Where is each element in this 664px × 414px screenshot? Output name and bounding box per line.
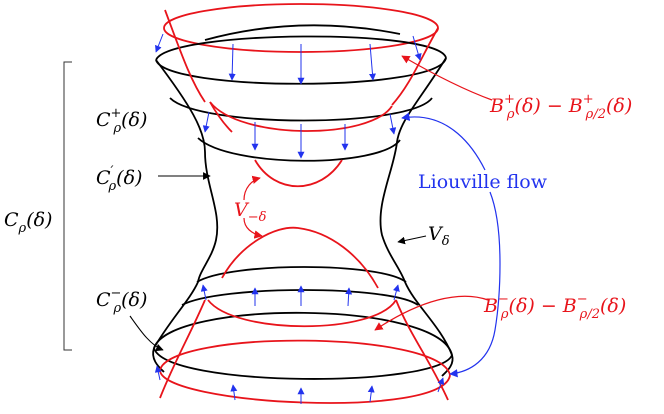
red-inner-curves (159, 9, 451, 404)
liouville-arrows-bottom (154, 284, 445, 404)
label-c-rho-delta: Cρ(δ) (4, 209, 52, 236)
liouville-arrows-top (155, 33, 422, 159)
liouville-callout-curves (401, 112, 501, 378)
label-c-rho-prime: C′ρ(δ) (96, 164, 142, 194)
label-v-delta: Vδ (428, 223, 450, 249)
left-bracket (63, 61, 72, 351)
label-liouville-flow: Liouville flow (418, 171, 548, 193)
label-c-rho-minus: C−ρ(δ) (96, 286, 147, 316)
label-b-plus: B+ρ(δ) − B+ρ/2(δ) (489, 92, 632, 122)
label-v-minus-delta: V−δ (234, 199, 267, 225)
label-c-rho-plus: C+ρ(δ) (96, 106, 147, 136)
label-b-minus: B−ρ(δ) − B−ρ/2(δ) (483, 292, 626, 322)
label-pointers (129, 172, 427, 352)
b-label-callouts (243, 55, 493, 331)
